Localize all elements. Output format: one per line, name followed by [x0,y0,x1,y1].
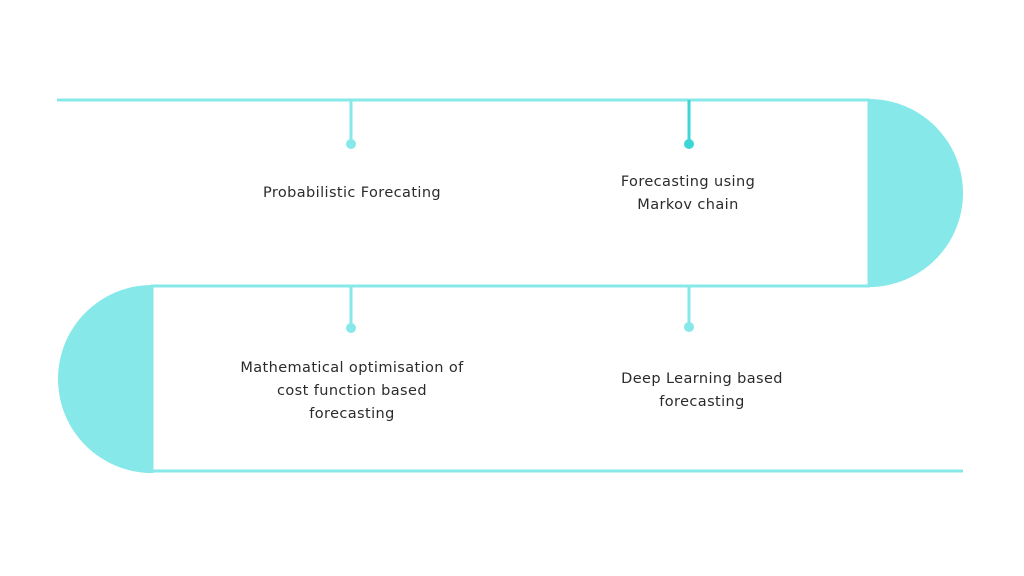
step-line: Mathematical optimisation of [240,360,464,376]
right-turn-cap [869,99,963,287]
step-line: forecasting [309,406,395,422]
left-turn-cap [58,285,152,473]
connector-math-opt [346,286,356,333]
connector-probabilistic [346,100,356,149]
step-label-probabilistic: Probabilistic Forecating [263,182,441,205]
step-line: Markov chain [637,197,739,213]
step-label-markov: Forecasting using Markov chain [621,171,755,217]
connector-markov [684,100,694,149]
step-line: Deep Learning based [621,371,783,387]
step-label-math-opt: Mathematical optimisation of cost functi… [240,357,463,426]
connector-deep-learning [684,286,694,332]
step-label-deep-learning: Deep Learning based forecasting [621,368,783,414]
step-line: forecasting [659,394,745,410]
step-line: Probabilistic Forecating [262,185,442,201]
step-line: cost function based [277,383,427,399]
step-line: Forecasting using [620,174,756,190]
